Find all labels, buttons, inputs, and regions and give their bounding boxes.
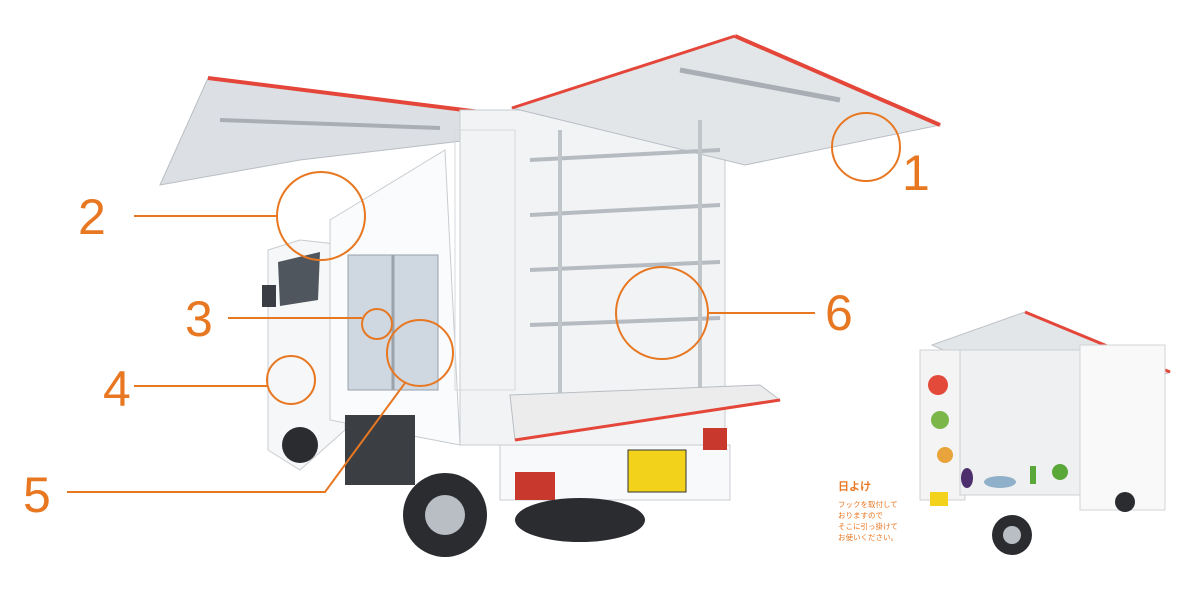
callout-number-1: 1 bbox=[902, 145, 930, 201]
inset-sunshade-curtain bbox=[1079, 344, 1166, 511]
main-kei-truck bbox=[159, 34, 942, 557]
inset-truck-with-sunshade bbox=[919, 310, 1172, 555]
callout-number-4: 4 bbox=[103, 361, 131, 417]
callout-number-6: 6 bbox=[825, 285, 853, 341]
cab-window bbox=[278, 252, 320, 306]
inset-caption-line: おりますので bbox=[838, 511, 883, 520]
callout-ring-3 bbox=[361, 308, 393, 340]
callout-ring-1 bbox=[831, 112, 901, 182]
inset-caption-line: お使いください。 bbox=[838, 533, 898, 542]
callout-leader-5 bbox=[67, 382, 406, 493]
inset-vegetable-decals bbox=[928, 375, 1068, 488]
inset-caption-line: フックを取付して bbox=[838, 500, 898, 509]
inset-caption-line: そこに引っ掛けて bbox=[838, 522, 898, 531]
callout-number-5: 5 bbox=[23, 467, 51, 523]
wheels bbox=[282, 427, 645, 557]
callout-number-2: 2 bbox=[78, 189, 106, 245]
callout-ring-4 bbox=[266, 355, 316, 405]
callout-number-3: 3 bbox=[185, 291, 213, 347]
inset-caption: 日よけ フックを取付して おりますので そこに引っ掛けて お使いください。 bbox=[838, 478, 948, 543]
callout-markers bbox=[67, 112, 901, 493]
callout-ring-5 bbox=[386, 319, 454, 387]
inset-caption-title: 日よけ bbox=[838, 480, 871, 493]
license-plate bbox=[627, 449, 687, 493]
